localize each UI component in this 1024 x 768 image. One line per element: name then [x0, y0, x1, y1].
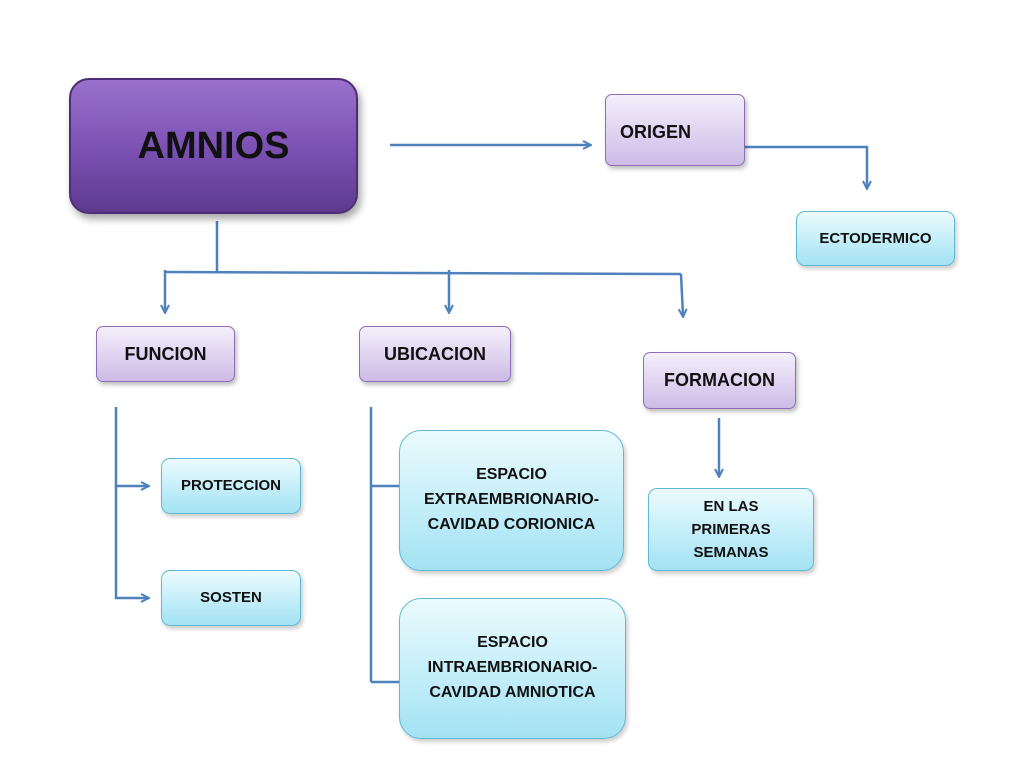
node-extra-line-3: CAVIDAD CORIONICA	[427, 515, 596, 533]
node-origen-label: ORIGEN	[620, 122, 692, 142]
node-semanas-line-2: PRIMERAS	[691, 520, 771, 538]
node-amnios-label: AMNIOS	[137, 124, 290, 167]
node-funcion: FUNCION	[96, 326, 235, 382]
node-intra-line-3: CAVIDAD AMNIOTICA	[429, 683, 596, 701]
node-semanas-line-3: SEMANAS	[693, 544, 769, 562]
node-amnios: AMNIOS	[69, 78, 358, 214]
node-formacion: FORMACION	[643, 352, 796, 409]
node-primeras-semanas: EN LAS PRIMERAS SEMANAS	[648, 488, 814, 571]
node-origen: ORIGEN	[605, 94, 745, 166]
node-ectodermico-label: ECTODERMICO	[819, 229, 932, 247]
node-intra-line-2: INTRAEMBRIONARIO-	[427, 659, 598, 677]
node-intra-line-1: ESPACIO	[477, 634, 548, 652]
node-semanas-line-1: EN LAS	[703, 497, 759, 515]
node-extra-line-1: ESPACIO	[476, 466, 547, 484]
edge-funcion-proteccion	[114, 407, 148, 486]
node-espacio-intraembrionario: ESPACIO INTRAEMBRIONARIO- CAVIDAD AMNIOT…	[399, 598, 626, 739]
edge-origen-ectodermico	[745, 145, 867, 188]
node-proteccion-label: PROTECCION	[180, 477, 281, 495]
edge-branch-bus	[164, 270, 682, 276]
node-sosten-label: SOSTEN	[200, 589, 262, 607]
node-ubicacion-label: UBICACION	[384, 343, 486, 364]
edge-funcion-sosten	[114, 486, 148, 598]
edge-amnios-formacion	[681, 273, 683, 316]
node-extra-line-2: EXTRAEMBRIONARIO-	[423, 491, 600, 509]
node-formacion-label: FORMACION	[664, 370, 775, 390]
node-ubicacion: UBICACION	[359, 326, 511, 382]
node-sosten: SOSTEN	[161, 570, 301, 626]
node-espacio-extraembrionario: ESPACIO EXTRAEMBRIONARIO- CAVIDAD CORION…	[399, 430, 624, 571]
node-ectodermico: ECTODERMICO	[796, 211, 955, 266]
node-proteccion: PROTECCION	[161, 458, 301, 514]
node-funcion-label: FUNCION	[124, 343, 207, 364]
